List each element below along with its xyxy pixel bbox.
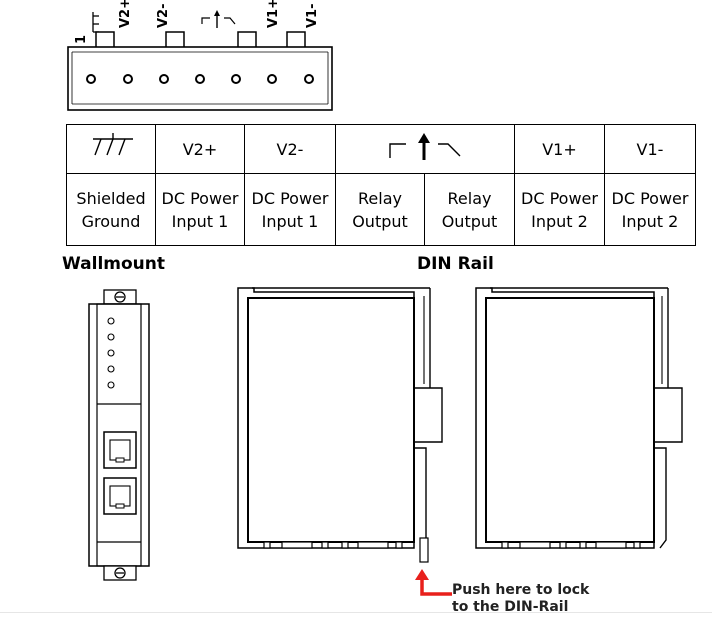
wallmount-device	[0, 280, 200, 590]
note-line-2: to the DIN-Rail	[452, 599, 569, 615]
pin1-label: 1	[74, 35, 89, 44]
table-header-row: V2+ V2- V1+ V1-	[66, 124, 696, 174]
label-v2-plus-rot: V2+	[118, 0, 133, 28]
bottom-divider	[0, 612, 712, 613]
desc-shielded-ground: Shielded Ground	[66, 173, 156, 246]
din-rail-right-svg	[475, 287, 683, 549]
ethernet-port	[103, 477, 137, 515]
relay-icon	[389, 133, 461, 160]
red-arrow-icon	[415, 569, 452, 596]
pin-assignment-table: V2+ V2- V1+ V1- Shielded Ground DC Power…	[66, 124, 696, 246]
terminal-block-svg: 1 V2+ V2- V1+ V1-	[67, 0, 333, 111]
header-v2-plus: V2+	[155, 124, 245, 174]
din-rail-lock-note: Push here to lock to the DIN-Rail	[452, 582, 589, 616]
terminal-screws	[86, 74, 314, 84]
note-line-1: Push here to lock	[452, 582, 590, 598]
header-v2-minus: V2-	[244, 124, 336, 174]
pin-tab	[237, 31, 257, 49]
label-v1-plus-rot: V1+	[266, 0, 281, 28]
desc-v1-minus: DC Power Input 2	[604, 173, 696, 246]
ethernet-port	[103, 431, 137, 469]
din-rail-device-left	[230, 280, 450, 570]
label-v1-minus-rot: V1-	[305, 3, 320, 28]
wallmount-svg	[88, 289, 150, 581]
desc-relay-b: Relay Output	[424, 173, 515, 246]
wallmount-title: Wallmount	[62, 254, 165, 274]
header-relay	[335, 124, 515, 174]
din-rail-device-right	[468, 280, 698, 570]
pin-tab	[95, 31, 115, 49]
pin-tab	[165, 31, 185, 49]
terminal-block-diagram: 1 V2+ V2- V1+ V1-	[0, 0, 712, 120]
desc-v2-plus: DC Power Input 1	[155, 173, 245, 246]
relay-icon-small	[201, 10, 236, 28]
header-ground	[66, 124, 156, 174]
label-v2-minus-rot: V2-	[156, 3, 171, 28]
header-v1-minus: V1-	[604, 124, 696, 174]
din-rail-title: DIN Rail	[417, 254, 494, 274]
desc-v2-minus: DC Power Input 1	[244, 173, 336, 246]
pin-tab	[286, 31, 306, 49]
push-arrow	[412, 568, 456, 604]
din-rail-left-svg	[237, 287, 443, 563]
header-v1-plus: V1+	[514, 124, 605, 174]
desc-v1-plus: DC Power Input 2	[514, 173, 605, 246]
ground-icon	[93, 133, 133, 156]
ground-icon	[92, 12, 99, 33]
table-description-row: Shielded Ground DC Power Input 1 DC Powe…	[66, 173, 696, 246]
desc-relay-a: Relay Output	[335, 173, 425, 246]
